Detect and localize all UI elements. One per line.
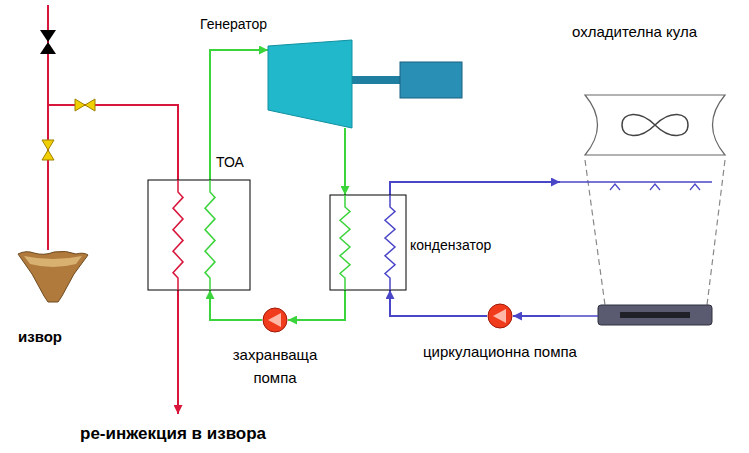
working-fluid-coil (340, 195, 350, 290)
tower-basin (598, 305, 712, 325)
pump-symbol (263, 308, 287, 332)
node-label: кондензатор (410, 237, 520, 254)
node-label: охладителна кула (572, 23, 737, 41)
pipe-connector (210, 290, 262, 320)
node-label: Генератор (200, 16, 290, 33)
pump-symbol (488, 304, 512, 328)
branch-valve (75, 99, 95, 111)
feed-pump-outline (262, 307, 288, 333)
spring: извор (18, 250, 88, 302)
turbine-shape (268, 40, 352, 128)
pipe-connector (390, 290, 487, 316)
node-label: захранваща помпа (222, 343, 328, 390)
pipe-connector (288, 290, 345, 320)
basin-water (620, 312, 690, 318)
exchanger-box (148, 180, 250, 290)
gate-valve (40, 30, 56, 54)
node-label: ТОА (216, 154, 256, 171)
circulation-pump-outline (487, 303, 513, 329)
node-label: циркулационна помпа (397, 343, 603, 361)
heat-exchanger: ТОА (148, 180, 250, 290)
turbine-outline (268, 40, 352, 128)
pipe-connector (390, 182, 560, 195)
reinjection-pipe (177, 290, 179, 414)
working-fluid-coil (205, 180, 215, 290)
cooling-tower-outline (560, 85, 732, 330)
cooling-water-coil (385, 195, 395, 290)
spray-nozzle (690, 184, 700, 190)
fan-symbol (622, 114, 688, 135)
condenser: кондензатор (330, 195, 406, 290)
condenser-box (330, 195, 406, 290)
basin-outlet (560, 315, 598, 317)
heat-exchanger-outline (148, 180, 250, 290)
generator-shaft (352, 76, 400, 84)
spray-pipe (560, 181, 712, 183)
spring-basin (18, 251, 88, 302)
spring-water (24, 256, 82, 267)
pipe-connector (210, 50, 268, 180)
reinjection-label: ре-инжекция в извора (80, 424, 400, 444)
pipe-connector (513, 315, 560, 317)
turbine: Генератор (268, 40, 352, 128)
pump-direction (268, 313, 281, 327)
circulation-pump: циркулационна помпа (487, 303, 513, 329)
pipe-connector (344, 128, 346, 195)
spray-nozzle (650, 184, 660, 190)
well-pipe (47, 5, 49, 105)
spring-outline (18, 250, 88, 302)
feed-pump: захранваща помпа (262, 307, 288, 333)
cooling-tower: охладителна кула (560, 85, 732, 330)
generator-body (400, 62, 462, 98)
well-valve (42, 140, 54, 160)
spray-nozzle (610, 184, 620, 190)
fan-housing (585, 95, 725, 155)
pump-direction (493, 309, 506, 323)
condenser-outline (330, 195, 406, 290)
node-label: извор (18, 328, 88, 346)
brine-coil (173, 180, 183, 290)
